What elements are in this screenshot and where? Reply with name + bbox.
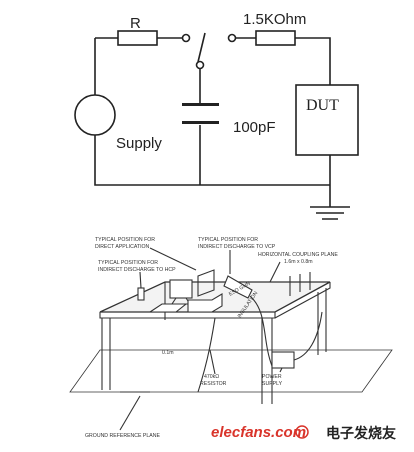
label-distance: 0.1m (162, 350, 174, 356)
power-supply (271, 351, 295, 369)
hcp-probe (137, 287, 145, 301)
table-leg-back-right (317, 288, 327, 355)
label-indirect-vcp-line1: TYPICAL POSITION FOR (198, 237, 258, 243)
capacitor-label: 100pF (233, 119, 276, 136)
supply-source (74, 94, 116, 136)
dut-label: DUT (306, 97, 339, 114)
keyboard (148, 303, 188, 313)
label-indirect-hcp-line1: TYPICAL POSITION FOR (98, 260, 158, 266)
label-power-line2: SUPPLY (262, 381, 283, 387)
esd-gun-cable (249, 295, 273, 367)
label-indirect-hcp-line2: INDIRECT DISCHARGE TO HCP (98, 267, 176, 273)
esd-test-setup-drawing (69, 247, 393, 431)
leader-resistor (209, 349, 216, 375)
supply-label: Supply (116, 135, 162, 152)
label-resistor-line2: RESISTOR (200, 381, 227, 387)
switch-blade (197, 32, 206, 63)
eut-box (187, 293, 223, 313)
top-wire-right (236, 37, 331, 85)
leader-direct (149, 247, 197, 271)
insulation-posts (289, 272, 311, 296)
table-front-edge (99, 282, 331, 319)
leader-ground (119, 395, 141, 431)
resistor-cable (197, 317, 216, 393)
resistor-r (117, 30, 158, 46)
label-direct-line1: TYPICAL POSITION FOR (95, 237, 155, 243)
label-ground-plane: GROUND REFERENCE PLANE (85, 433, 160, 439)
label-resistor-line1: 470kΩ (204, 374, 219, 380)
leader-hcp (269, 261, 281, 283)
watermark-logo-ring (295, 425, 309, 439)
table-leg-front-left (101, 318, 111, 390)
label-hcp-line1: HORIZONTAL COUPLING PLANE (258, 252, 338, 258)
switch-contact-right (227, 33, 237, 43)
leader-indirect-hcp (139, 271, 142, 289)
left-wire (94, 38, 330, 186)
label-hcp-line2: 1.6m x 0.8m (284, 259, 313, 265)
ground-symbol (310, 206, 350, 220)
resistor-1-5k (255, 30, 296, 46)
label-indirect-vcp-line2: INDIRECT DISCHARGE TO VCP (198, 244, 276, 250)
leader-power (279, 367, 283, 373)
esd-gun (223, 275, 253, 299)
label-power-line1: POWER (262, 374, 282, 380)
setup-labels: TYPICAL POSITION FOR DIRECT APPLICATION … (85, 237, 338, 439)
resistor-r-label: R (130, 15, 141, 32)
ground-plane (69, 349, 393, 393)
watermark-site: elecfans.com (211, 424, 306, 441)
capacitor-plate-bottom (182, 121, 219, 124)
power-cable (293, 311, 323, 361)
label-direct-line2: DIRECT APPLICATION (95, 244, 150, 250)
esd-schematic (74, 30, 359, 220)
switch-pivot (195, 60, 205, 70)
resistor-1-5k-label: 1.5KOhm (243, 11, 306, 28)
switch-contact-left (181, 33, 191, 43)
capacitor-plate-top (182, 103, 219, 106)
monitor (169, 279, 193, 299)
dut-box (295, 84, 359, 156)
watermark-chinese: 电子发烧友 (326, 425, 396, 441)
elecfans-watermark: elecfans.com 电子发烧友 (211, 424, 396, 441)
vertical-coupling-plane (197, 269, 215, 297)
